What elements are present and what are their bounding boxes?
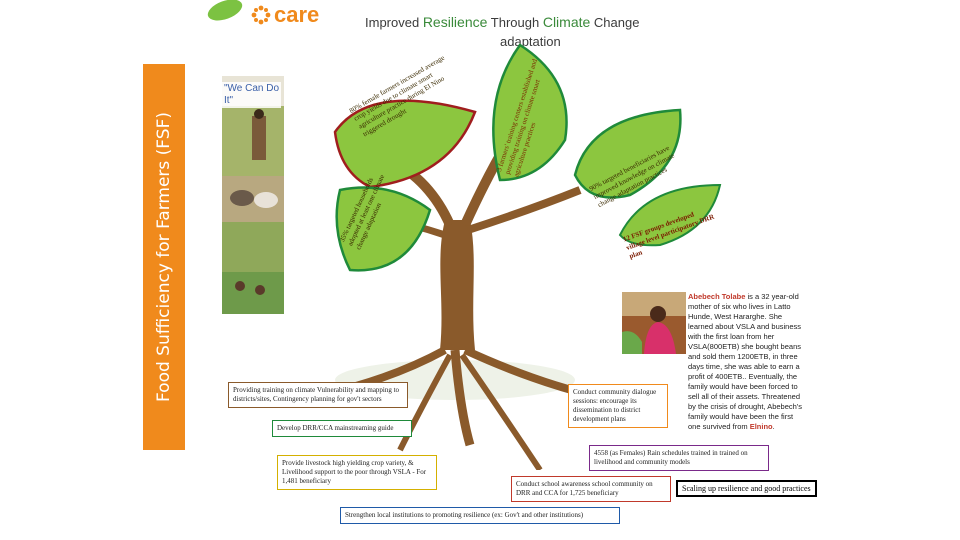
story-photo xyxy=(622,292,686,354)
box-drr-guide: Develop DRR/CCA mainstreaming guide xyxy=(272,420,412,437)
box-schools: Conduct school awareness school communit… xyxy=(511,476,671,502)
sidebar-banner: Food Sufficiency for Farmers (FSF) xyxy=(143,64,185,450)
box-dialogue: Conduct community dialogue sessions: enc… xyxy=(568,384,668,428)
care-logo: care xyxy=(250,2,319,28)
scaling-box: Scaling up resilience and good practices xyxy=(676,480,817,497)
page-title: Improved Resilience Through Climate Chan… xyxy=(365,14,639,30)
box-livelihood: Provide livestock high yielding crop var… xyxy=(277,455,437,490)
leaf-decor-icon xyxy=(205,0,245,31)
box-strengthen: Strengthen local institutions to promoti… xyxy=(340,507,620,524)
box-vulnerability: Providing training on climate Vulnerabil… xyxy=(228,382,408,408)
sidebar-label: Food Sufficiency for Farmers (FSF) xyxy=(154,112,174,402)
story-name: Abebech Tolabe xyxy=(688,292,745,301)
box-trained: 4558 (as Females) Rain schedules trained… xyxy=(589,445,769,471)
care-logo-text: care xyxy=(274,2,319,28)
care-logo-icon xyxy=(250,4,272,26)
story-text: Abebech Tolabe is a 32 year-old mother o… xyxy=(688,292,806,432)
